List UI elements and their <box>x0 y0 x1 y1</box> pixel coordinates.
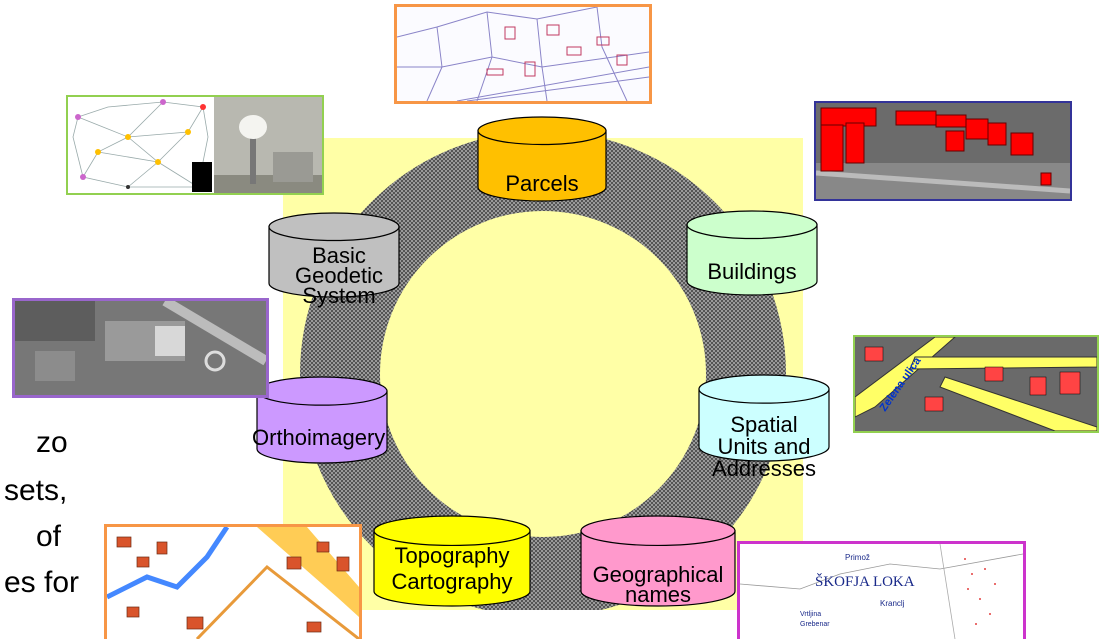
place-name-text: Vrtljina <box>800 611 821 618</box>
cylinder-shape <box>256 376 388 464</box>
slide-text-line: zo <box>36 426 68 459</box>
town-name-text: ŠKOFJA LOKA <box>815 573 915 590</box>
cylinder-top <box>256 376 388 406</box>
addresses-map-thumbnail: Zelena ulica <box>853 335 1099 433</box>
place-name-text: Kranclj <box>880 599 905 608</box>
cylinder-top <box>686 210 818 240</box>
buildings-orthophoto-thumbnail <box>814 101 1072 201</box>
orthophoto-thumbnail <box>12 298 269 398</box>
geographical-names-database: Geographical names <box>580 515 736 607</box>
geodetic-system-database: Basic Geodetic System <box>268 212 400 307</box>
cylinder-shape <box>477 116 607 202</box>
cylinder-body <box>580 530 736 607</box>
cylinder-top <box>580 515 736 547</box>
cylinder-body <box>256 390 388 464</box>
place-name-text: Primož <box>845 553 870 562</box>
cylinder-top <box>477 116 607 146</box>
cylinder-body <box>477 130 607 202</box>
cylinder-shape <box>580 515 736 607</box>
slide-text-line: sets, <box>4 474 68 507</box>
cylinder-top <box>698 374 830 404</box>
parcels-map-thumbnail <box>394 4 652 104</box>
cylinder-shape <box>698 374 830 462</box>
place-names-map-thumbnail: ŠKOFJA LOKA Primož Kranclj Grebenar Vrtl… <box>737 541 1026 639</box>
slide-text-line: of <box>36 520 62 553</box>
buildings-database: Buildings <box>686 210 818 296</box>
place-name-text: Grebenar <box>800 621 830 628</box>
cylinder-top <box>373 515 531 547</box>
orthoimagery-database: Orthoimagery <box>252 376 388 464</box>
cylinder-body <box>268 226 400 298</box>
cylinder-shape <box>373 515 531 607</box>
parcels-database: Parcels <box>477 116 607 202</box>
cylinder-body <box>373 530 531 607</box>
cylinder-top <box>268 212 400 242</box>
slide-text-line: es for <box>4 566 80 599</box>
cylinder-body <box>686 224 818 296</box>
spatial-units-database: Spatial Units and Addresses <box>698 374 830 480</box>
geodetic-network-thumbnail <box>66 95 324 195</box>
cylinder-shape <box>686 210 818 296</box>
topographic-map-thumbnail <box>104 524 362 639</box>
topography-database: Topography Cartography <box>373 515 531 607</box>
cylinder-body <box>698 388 830 462</box>
cylinder-shape <box>268 212 400 298</box>
